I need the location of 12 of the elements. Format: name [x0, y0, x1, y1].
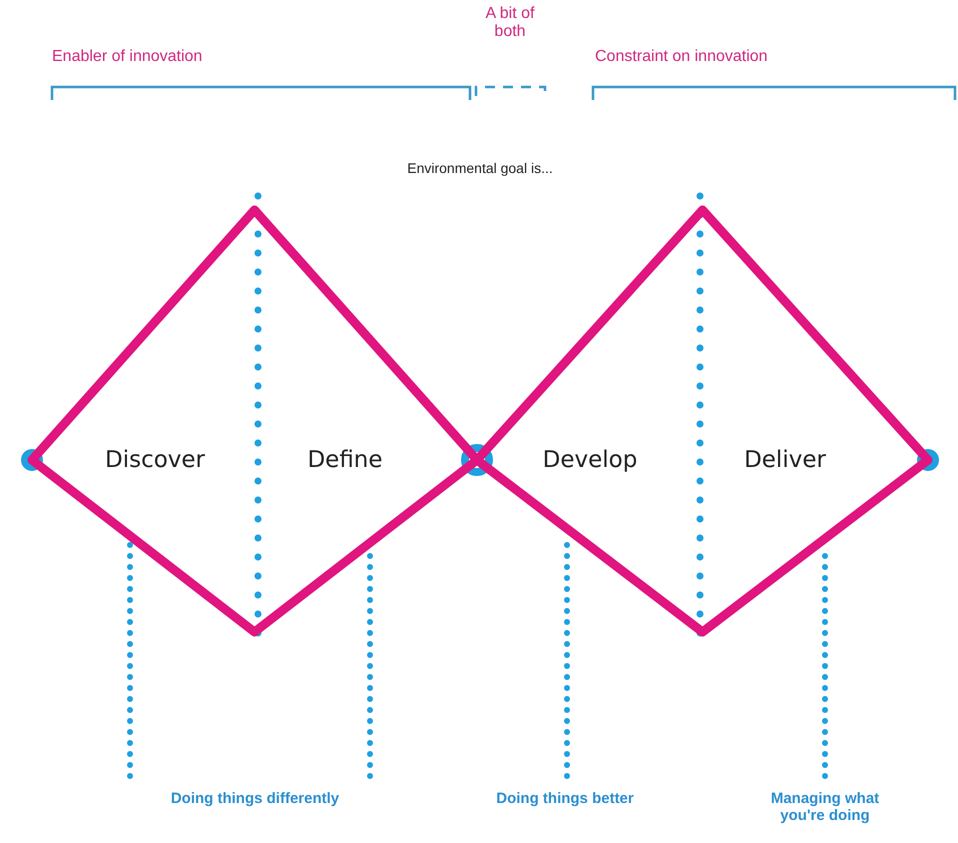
phase-label: Develop: [542, 447, 638, 473]
note-text: Environmental goal is...: [406, 160, 554, 176]
bracket-label: A bit of both: [484, 5, 536, 41]
bracket-label: Constraint on innovation: [595, 48, 769, 66]
outcome-label: Managing what you're doing: [770, 790, 880, 824]
bracket-label: Enabler of innovation: [52, 48, 204, 66]
phase-label: Discover: [104, 447, 206, 473]
leader-line: [127, 540, 133, 779]
phase-label: Define: [307, 447, 383, 473]
phase-label: Deliver: [744, 447, 826, 473]
outcome-label: Doing things differently: [170, 790, 340, 807]
outcome-label: Doing things better: [495, 790, 635, 807]
